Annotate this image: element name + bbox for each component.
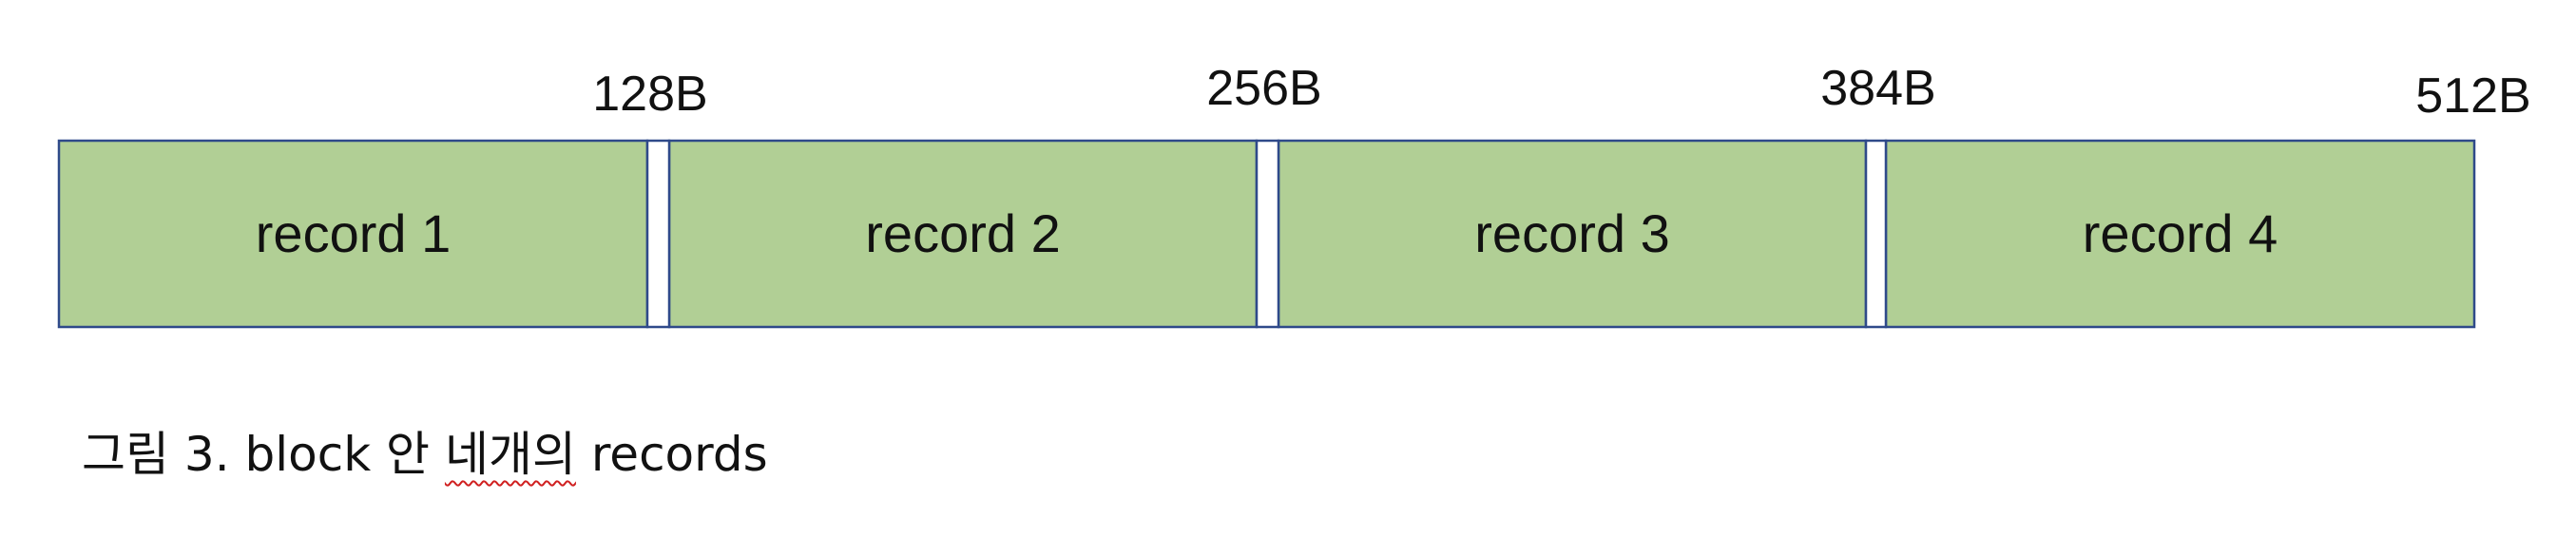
caption-suffix: records: [575, 427, 768, 482]
record-box-4: [1884, 139, 2476, 329]
offset-label-512b: 512B: [2415, 68, 2530, 124]
record-gap-2: [1255, 139, 1280, 329]
record-box-1: [57, 139, 649, 329]
offset-label-128b: 128B: [592, 67, 707, 122]
record-box-2: [667, 139, 1259, 329]
record-gap-1: [645, 139, 671, 329]
offset-label-384b: 384B: [1820, 61, 1935, 116]
figure-caption: 그림 3. block 안 네개의 records: [82, 426, 768, 483]
record-box-3: [1277, 139, 1868, 329]
record-label-4: record 4: [2083, 203, 2278, 263]
record-label-2: record 2: [865, 203, 1060, 263]
record-gap-3: [1864, 139, 1888, 329]
offset-label-256b: 256B: [1206, 61, 1321, 116]
record-label-1: record 1: [256, 203, 451, 263]
caption-underlined-word: 네개의: [444, 427, 576, 482]
record-label-3: record 3: [1474, 203, 1669, 263]
caption-prefix: 그림 3. block 안: [82, 427, 445, 482]
